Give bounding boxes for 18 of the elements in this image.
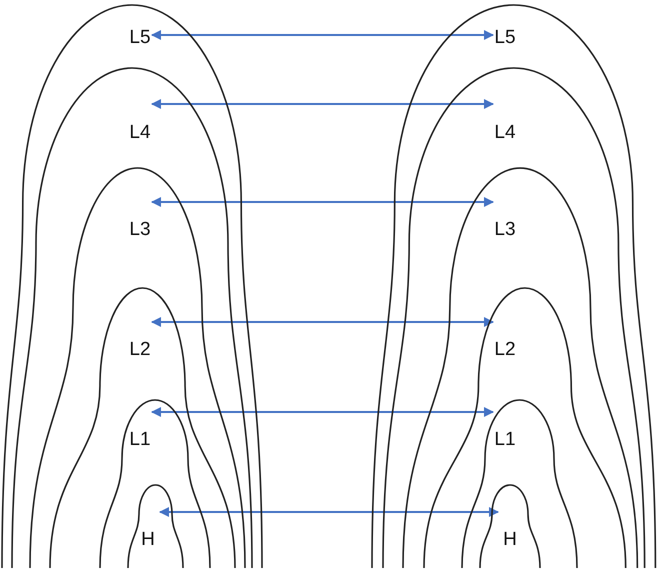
double-arrow bbox=[151, 407, 494, 417]
double-arrow bbox=[151, 99, 494, 109]
double-arrow bbox=[151, 197, 494, 207]
level-label: L5 bbox=[494, 27, 516, 49]
double-arrow bbox=[151, 30, 494, 40]
level-label: L4 bbox=[494, 122, 516, 144]
level-label: L2 bbox=[494, 339, 516, 361]
level-label: L1 bbox=[129, 429, 151, 451]
level-label: L3 bbox=[494, 219, 516, 241]
level-label: L4 bbox=[129, 122, 151, 144]
level-label: H bbox=[503, 529, 517, 551]
level-label: L5 bbox=[129, 27, 151, 49]
double-arrow bbox=[151, 317, 494, 327]
level-label: L3 bbox=[129, 219, 151, 241]
double-arrow bbox=[159, 507, 499, 517]
level-label: L1 bbox=[494, 429, 516, 451]
level-label: L2 bbox=[129, 339, 151, 361]
level-label: H bbox=[141, 529, 155, 551]
